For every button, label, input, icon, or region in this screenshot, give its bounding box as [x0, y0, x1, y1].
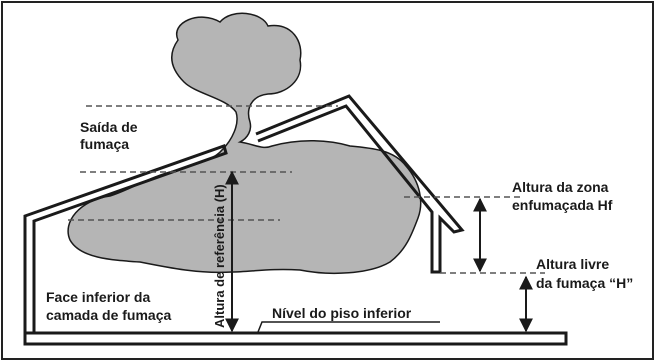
smoke-zone-height-label-line2: enfumaçada Hf — [512, 197, 613, 213]
layer-bottom-label-line2: camada de fumaça — [46, 307, 171, 323]
smoke-outlet-label-line2: fumaça — [80, 136, 129, 152]
smoke-outlet-label-line1: Saída de — [80, 119, 138, 135]
floor-level-label: Nível do piso inferior — [272, 305, 412, 321]
dashed-lines — [68, 105, 545, 274]
clear-height-label-line2: da fumaça “H” — [536, 275, 633, 291]
clear-height-label-line1: Altura livre — [536, 256, 609, 272]
floor-label-leader — [257, 321, 440, 333]
reference-height-label: Altura de referência (H) — [212, 184, 227, 328]
floor-slab — [23, 331, 568, 346]
layer-bottom-label-line1: Face inferior da — [46, 289, 150, 305]
smoke-zone-height-label-line1: Altura da zona — [512, 179, 609, 195]
building-left-roof — [23, 144, 228, 333]
building-right-roof — [255, 94, 465, 274]
